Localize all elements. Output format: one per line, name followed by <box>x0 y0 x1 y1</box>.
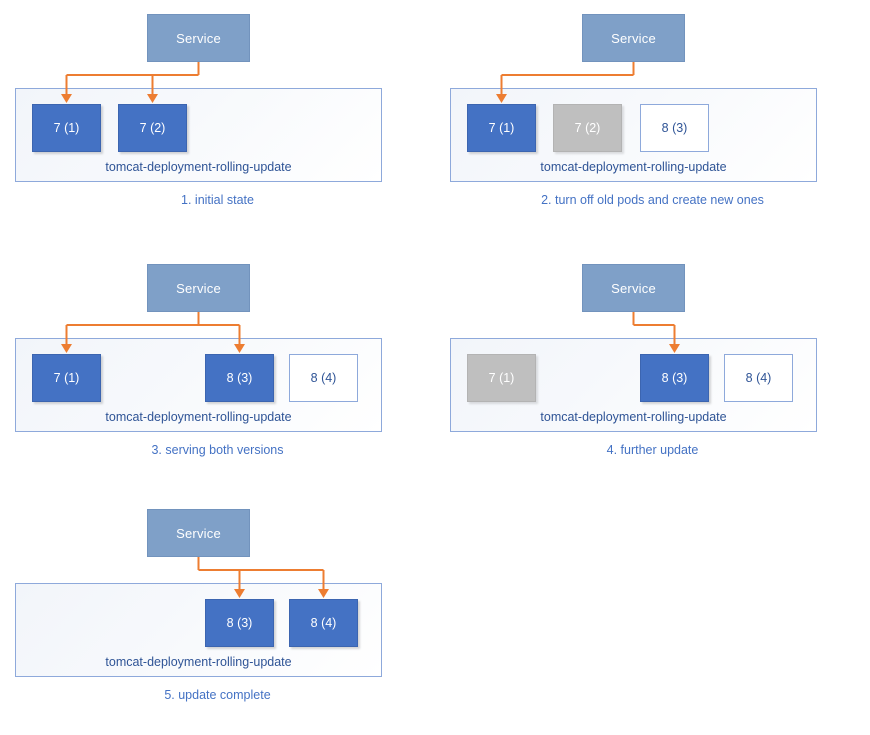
service-label: Service <box>176 30 221 46</box>
deployment-name-label: tomcat-deployment-rolling-update <box>540 410 727 424</box>
service-label: Service <box>611 30 656 46</box>
service-label: Service <box>611 280 656 296</box>
pod-terminating[interactable]: 7 (1) <box>467 354 536 402</box>
pod-pending[interactable]: 8 (3) <box>640 104 709 152</box>
pod-label: 7 (2) <box>574 121 601 135</box>
panel-3: Service tomcat-deployment-rolling-update 7… <box>0 250 435 490</box>
pod-terminating[interactable]: 7 (2) <box>553 104 622 152</box>
pod-active[interactable]: 8 (3) <box>205 354 274 402</box>
connector-bus-line <box>197 557 324 571</box>
pod-label: 7 (1) <box>488 371 515 385</box>
pod-label: 7 (1) <box>53 121 80 135</box>
pod-active[interactable]: 7 (1) <box>467 104 536 152</box>
pod-label: 8 (3) <box>226 371 253 385</box>
service-node[interactable]: Service <box>147 509 250 557</box>
panel-caption: 5. update complete <box>164 688 271 702</box>
pod-active[interactable]: 8 (4) <box>289 599 358 647</box>
pod-active[interactable]: 7 (1) <box>32 354 101 402</box>
service-label: Service <box>176 280 221 296</box>
panel-4: Service tomcat-deployment-rolling-update 7… <box>435 250 870 490</box>
deployment-name-label: tomcat-deployment-rolling-update <box>105 655 292 669</box>
connector-bus-line <box>66 62 200 76</box>
pod-label: 8 (3) <box>661 121 688 135</box>
rolling-update-diagram: Service tomcat-deployment-rolling-update 7… <box>0 0 870 702</box>
pod-label: 8 (3) <box>661 371 688 385</box>
pod-pending[interactable]: 8 (4) <box>724 354 793 402</box>
service-label: Service <box>176 525 221 541</box>
pod-label: 7 (1) <box>53 371 80 385</box>
service-node[interactable]: Service <box>582 14 685 62</box>
connector-bus-line <box>632 312 675 326</box>
pod-active[interactable]: 8 (3) <box>640 354 709 402</box>
panel-1: Service tomcat-deployment-rolling-update 7… <box>0 0 435 240</box>
connector-bus-line <box>501 62 635 76</box>
panel-2: Service tomcat-deployment-rolling-update 7… <box>435 0 870 240</box>
pod-label: 8 (4) <box>310 616 337 630</box>
panel-caption: 1. initial state <box>181 193 254 207</box>
pod-pending[interactable]: 8 (4) <box>289 354 358 402</box>
pod-active[interactable]: 7 (1) <box>32 104 101 152</box>
deployment-name-label: tomcat-deployment-rolling-update <box>540 160 727 174</box>
service-node[interactable]: Service <box>147 14 250 62</box>
deployment-name-label: tomcat-deployment-rolling-update <box>105 160 292 174</box>
pod-label: 8 (3) <box>226 616 253 630</box>
connector-bus-line <box>66 312 240 326</box>
panel-caption: 3. serving both versions <box>151 443 284 457</box>
pod-active[interactable]: 8 (3) <box>205 599 274 647</box>
pod-label: 8 (4) <box>745 371 772 385</box>
panel-5: Service tomcat-deployment-rolling-update 8… <box>0 495 435 735</box>
panel-caption: 4. further update <box>606 443 699 457</box>
pod-label: 7 (1) <box>488 121 515 135</box>
service-node[interactable]: Service <box>147 264 250 312</box>
deployment-name-label: tomcat-deployment-rolling-update <box>105 410 292 424</box>
pod-active[interactable]: 7 (2) <box>118 104 187 152</box>
pod-label: 8 (4) <box>310 371 337 385</box>
panel-caption: 2. turn off old pods and create new ones <box>541 193 764 207</box>
service-node[interactable]: Service <box>582 264 685 312</box>
pod-label: 7 (2) <box>139 121 166 135</box>
